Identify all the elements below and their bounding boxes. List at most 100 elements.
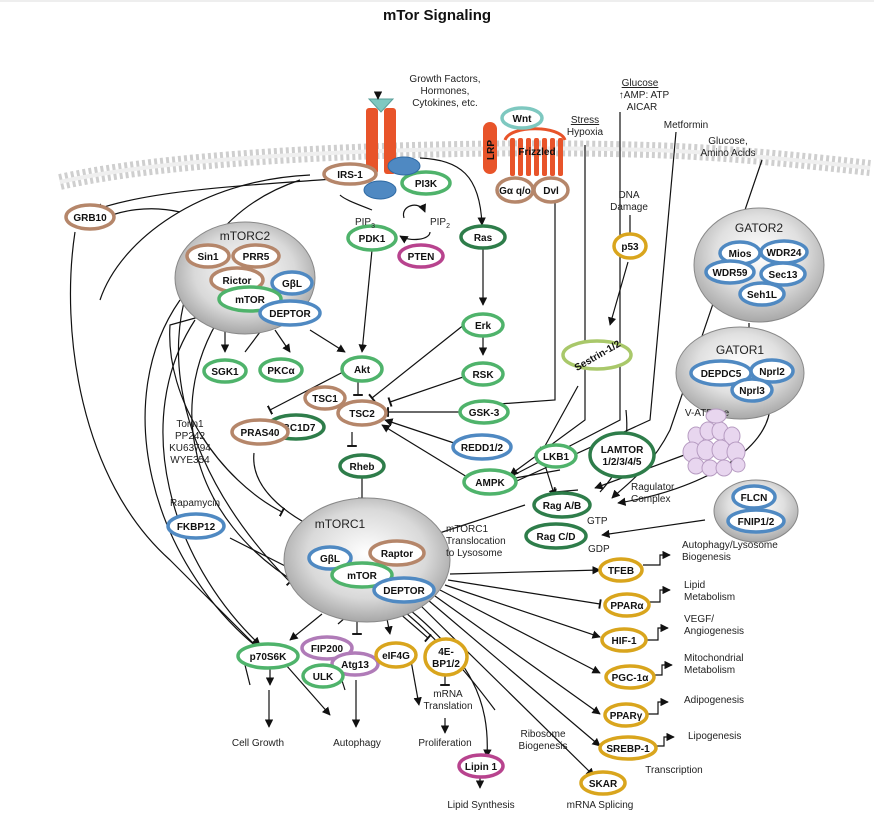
diagram-title: mTor Signaling xyxy=(383,7,491,24)
node-raga[interactable]: Rag A/B xyxy=(532,491,592,519)
node-atg13[interactable]: Atg13 xyxy=(330,651,380,677)
node-label: SGK1 xyxy=(211,367,239,378)
node-label: Dvl xyxy=(543,186,559,197)
gator2-label: GATOR2 xyxy=(735,221,784,235)
node-fnip[interactable]: FNIP1/2 xyxy=(726,508,786,534)
node-ragc[interactable]: Rag C/D xyxy=(524,522,588,550)
node-label: Raptor xyxy=(381,549,413,560)
node-ulk[interactable]: ULK xyxy=(301,663,345,689)
node-label: BP1/2 xyxy=(432,659,460,670)
node-ampk[interactable]: AMPK xyxy=(462,468,518,496)
node-lipin[interactable]: Lipin 1 xyxy=(457,753,505,779)
transcription-label: Transcription xyxy=(645,765,702,776)
ribosome-biogenesis-label: Ribosome xyxy=(520,729,565,740)
node-tsc2[interactable]: TSC2 xyxy=(336,399,388,427)
node-gbl2[interactable]: GβL xyxy=(270,270,314,296)
node-pkca[interactable]: PKCα xyxy=(258,357,304,383)
node-pdk1[interactable]: PDK1 xyxy=(346,224,398,252)
node-label: AMPK xyxy=(475,478,505,489)
node-gbl1[interactable]: GβL xyxy=(307,545,353,571)
node-erk[interactable]: Erk xyxy=(461,312,505,338)
node-ppara[interactable]: PPARα xyxy=(603,592,651,618)
node-gaq[interactable]: Gα q/o xyxy=(495,176,535,204)
ragulator-label: Complex xyxy=(631,494,670,505)
node-label: GβL xyxy=(320,554,340,565)
node-lkb1[interactable]: LKB1 xyxy=(534,443,578,469)
node-ebp[interactable]: 4E-BP1/2 xyxy=(423,637,469,677)
mtor-inhibitors-label: WYE354 xyxy=(170,455,210,466)
node-pgc[interactable]: PGC-1α xyxy=(604,664,656,690)
node-pi3k[interactable]: PI3K xyxy=(400,170,452,196)
node-wdr59[interactable]: WDR59 xyxy=(704,259,756,285)
node-wnt[interactable]: Wnt xyxy=(500,106,544,130)
mrna-splicing-label: mRNA Splicing xyxy=(567,800,634,811)
metformin-label: Metformin xyxy=(664,120,708,131)
node-srebp[interactable]: SREBP-1 xyxy=(598,735,658,761)
pathway-edge xyxy=(434,595,601,715)
node-hif1[interactable]: HIF-1 xyxy=(600,627,648,653)
node-wdr24[interactable]: WDR24 xyxy=(759,239,809,265)
node-raptor[interactable]: Raptor xyxy=(368,539,426,567)
node-akt[interactable]: Akt xyxy=(340,355,384,383)
node-redd[interactable]: REDD1/2 xyxy=(451,433,513,461)
growth-factor-receptor xyxy=(366,98,396,174)
frizzled-receptor xyxy=(483,122,567,176)
pathway-edge xyxy=(289,613,323,641)
node-gsk3[interactable]: GSK-3 xyxy=(458,399,510,425)
outcome-edge xyxy=(652,660,673,676)
node-nprl3[interactable]: Nprl3 xyxy=(730,377,774,403)
rapamycin-label: Rapamycin xyxy=(170,498,220,509)
node-sestrin[interactable]: Sestrin-1/2 xyxy=(561,339,633,374)
node-label: Nprl3 xyxy=(739,386,765,397)
node-prr5[interactable]: PRR5 xyxy=(231,243,281,269)
node-label: Lipin 1 xyxy=(465,762,498,773)
node-p53[interactable]: p53 xyxy=(612,232,648,260)
node-flcn[interactable]: FLCN xyxy=(731,484,777,510)
node-fkbp12[interactable]: FKBP12 xyxy=(166,512,226,540)
node-rheb[interactable]: Rheb xyxy=(338,453,386,479)
node-grb10[interactable]: GRB10 xyxy=(64,203,116,231)
mrna-translation-label: Translation xyxy=(423,701,472,712)
mtorc2-label: mTORC2 xyxy=(220,229,271,243)
outcome-edge xyxy=(656,732,675,747)
node-rsk[interactable]: RSK xyxy=(461,361,505,387)
node-label: LKB1 xyxy=(543,452,570,463)
node-seh1l[interactable]: Seh1L xyxy=(738,281,786,307)
pi3k-subunit-icon xyxy=(387,156,421,176)
node-sgk1[interactable]: SGK1 xyxy=(202,358,248,384)
node-label: PI3K xyxy=(415,179,438,190)
node-mtor1[interactable]: mTOR xyxy=(330,561,394,589)
node-deptor1[interactable]: DEPTOR xyxy=(372,576,436,604)
pathway-edge xyxy=(99,174,311,301)
node-tfeb[interactable]: TFEB xyxy=(598,557,644,583)
node-nprl2[interactable]: Nprl2 xyxy=(749,358,795,384)
node-label: WDR59 xyxy=(712,268,747,279)
node-sec13[interactable]: Sec13 xyxy=(759,261,807,287)
node-skar[interactable]: SKAR xyxy=(579,770,627,796)
mtor-inhibitors-label: KU63794 xyxy=(169,443,211,454)
node-label: Wnt xyxy=(513,114,533,125)
node-tsc1[interactable]: TSC1 xyxy=(303,385,347,411)
mtorc1-label: mTORC1 xyxy=(315,517,366,531)
node-pparg[interactable]: PPARγ xyxy=(603,702,649,728)
node-sin1[interactable]: Sin1 xyxy=(185,243,231,269)
node-pten[interactable]: PTEN xyxy=(397,243,445,269)
node-label: Sin1 xyxy=(197,252,219,263)
node-dvl[interactable]: Dvl xyxy=(532,176,570,204)
node-p70s6k[interactable]: p70S6K xyxy=(236,642,300,670)
pathway-edge xyxy=(439,589,601,674)
node-eif4g[interactable]: eIF4G xyxy=(374,641,418,669)
node-label: PTEN xyxy=(408,252,435,263)
node-deptor2[interactable]: DEPTOR xyxy=(258,299,322,327)
node-label: DEPDC5 xyxy=(701,369,742,380)
node-label: DEPTOR xyxy=(269,309,311,320)
node-pras40[interactable]: PRAS40 xyxy=(230,418,290,446)
node-label: TSC2 xyxy=(349,409,375,420)
node-ras[interactable]: Ras xyxy=(459,224,507,250)
growth-factors-label: Growth Factors, xyxy=(409,74,480,85)
node-irs1[interactable]: IRS-1 xyxy=(322,162,378,186)
node-label: GRB10 xyxy=(73,213,107,224)
node-fip200[interactable]: FIP200 xyxy=(300,635,354,661)
